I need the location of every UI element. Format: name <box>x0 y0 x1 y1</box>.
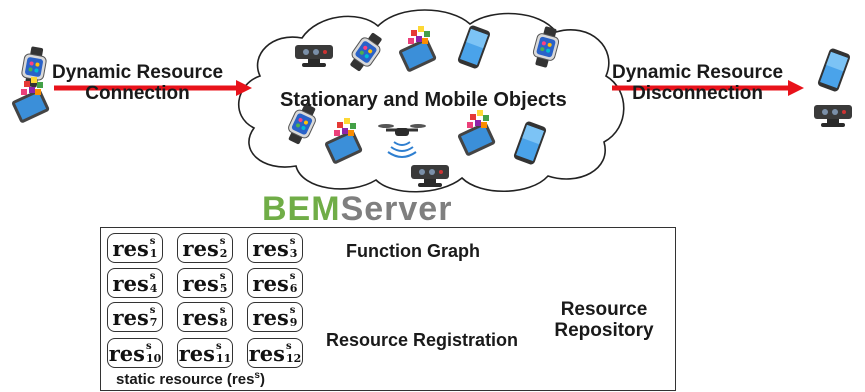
res-base: res <box>112 304 149 330</box>
res-sup: s <box>219 271 226 282</box>
res-base: res <box>108 340 145 366</box>
res-sub: 5 <box>219 282 228 295</box>
res-sub: 8 <box>219 316 228 329</box>
res-sub: 10 <box>145 352 162 365</box>
res-sup: s <box>215 341 222 352</box>
res-base: res <box>182 270 219 296</box>
res-sub: 9 <box>289 316 298 329</box>
res-base: res <box>182 235 219 261</box>
res-base: res <box>178 340 215 366</box>
res-sup: s <box>149 305 156 316</box>
disconnection-arrow-head <box>788 80 804 96</box>
res-base: res <box>252 270 289 296</box>
res-base: res <box>248 340 285 366</box>
res-sup: s <box>219 305 226 316</box>
res-sup: s <box>149 271 156 282</box>
res-sup: s <box>149 236 156 247</box>
drone-icon <box>378 124 426 158</box>
res-sub: 11 <box>215 352 232 365</box>
res-sub: 12 <box>285 352 302 365</box>
function-graph-label: Function Graph <box>346 241 480 261</box>
res-sub: 7 <box>149 316 158 329</box>
res-sup: s <box>285 341 292 352</box>
server-title-part2: Server <box>340 190 453 228</box>
res-sup: s <box>289 271 296 282</box>
res-sub: 4 <box>149 282 158 295</box>
res-base: res <box>182 304 219 330</box>
cloud-label: Stationary and Mobile Objects <box>280 89 567 111</box>
res-sub: 1 <box>149 247 158 260</box>
res-sub: 2 <box>219 247 228 260</box>
res-sup: s <box>289 236 296 247</box>
server-title-part1: BEM <box>262 190 341 228</box>
server-title: BEMServer <box>262 190 452 228</box>
res-sup: s <box>219 236 226 247</box>
res-base: res <box>252 304 289 330</box>
connection-arrow-head <box>236 80 252 96</box>
res-base: res <box>112 235 149 261</box>
registration-label: Resource Registration <box>326 330 519 350</box>
res-sub: 3 <box>289 247 298 260</box>
res-base: res <box>252 235 289 261</box>
res-base: res <box>112 270 149 296</box>
kinect-sensor-icon <box>814 105 852 127</box>
static-resource-caption: static resource (ress) <box>116 370 265 388</box>
res-sup: s <box>145 341 152 352</box>
phone-icon <box>816 47 852 93</box>
res-sub: 6 <box>289 282 298 295</box>
res-sup: s <box>289 305 296 316</box>
